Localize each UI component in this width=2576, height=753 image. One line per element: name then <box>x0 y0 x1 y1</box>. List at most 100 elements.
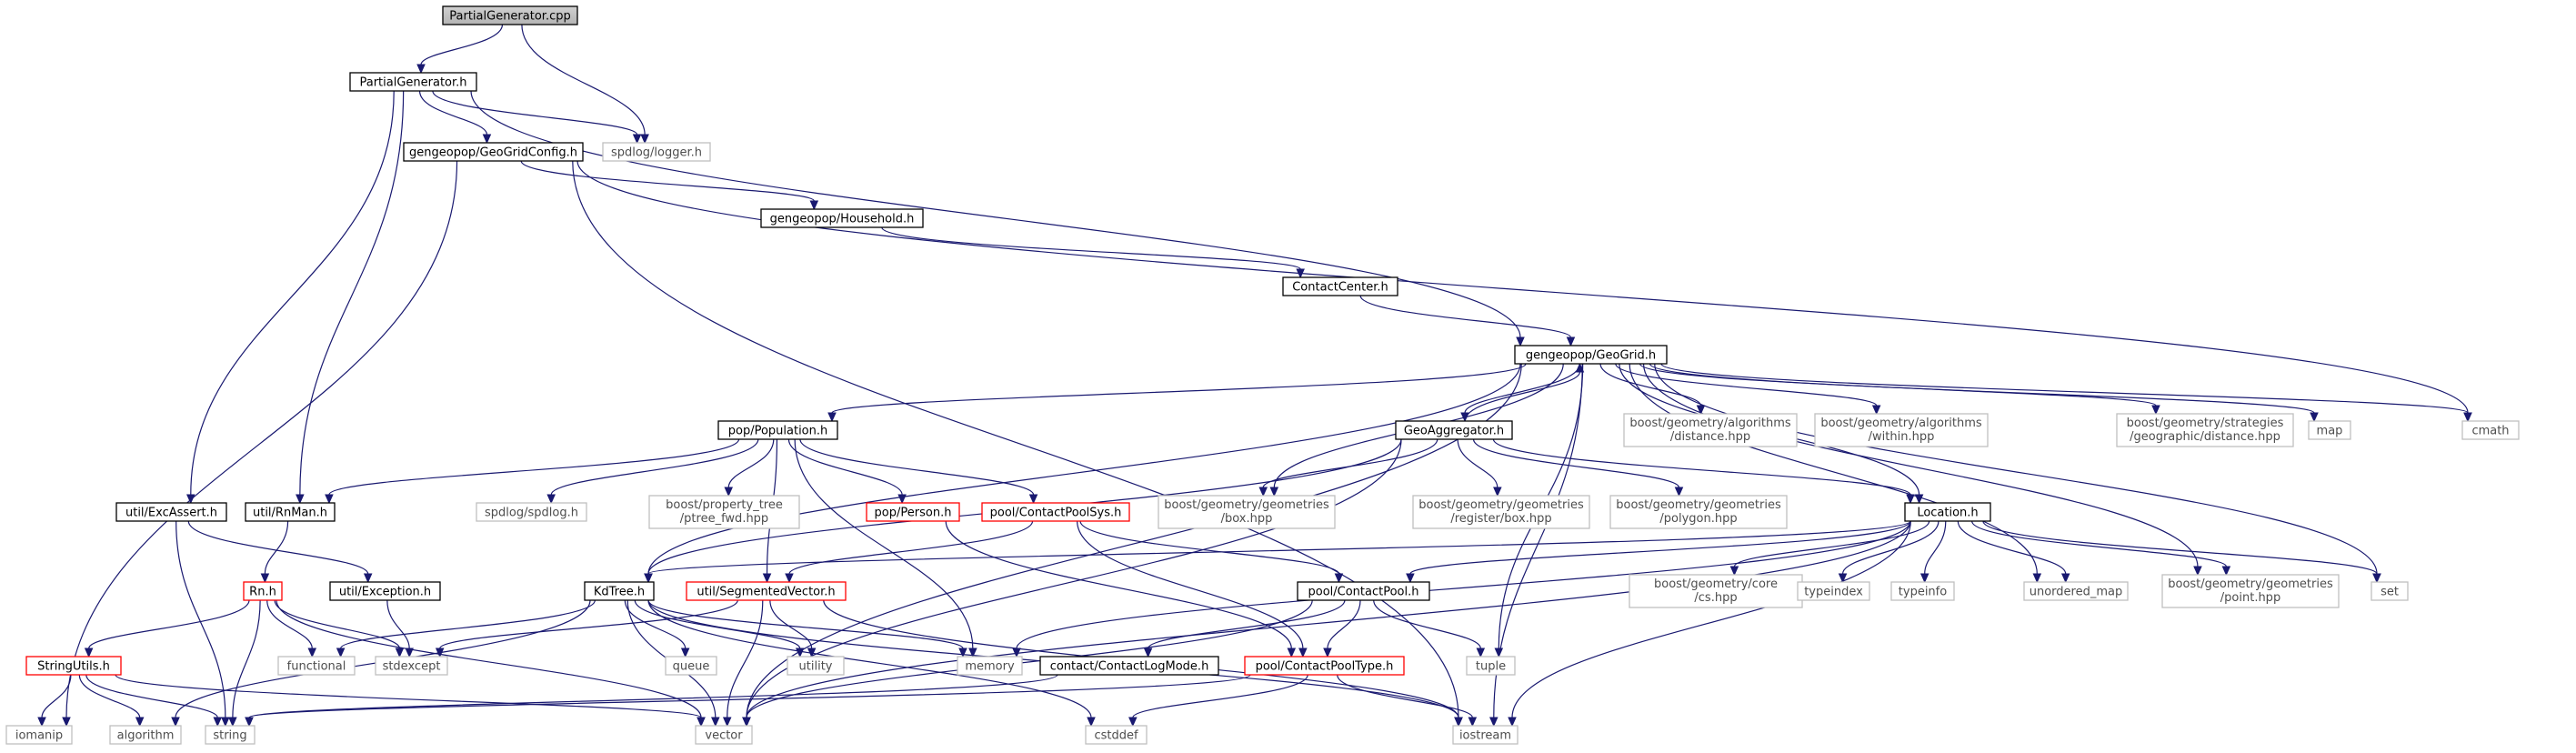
edge-geoaggregator-h-to-location-h <box>1492 438 1915 505</box>
arrow-head <box>228 717 237 728</box>
node-segmentedvector-h[interactable]: util/SegmentedVector.h <box>686 581 847 601</box>
arrow-head <box>897 494 907 505</box>
node-label: contact/ContactLogMode.h <box>1050 660 1209 674</box>
node-geogrid-h[interactable]: gengeopop/GeoGrid.h <box>1514 345 1668 365</box>
arrow-head <box>2221 566 2231 577</box>
node-bg-alg-distance: boost/geometry/algorithms/distance.hpp <box>1623 413 1798 447</box>
node-label: boost/geometry/strategies/geographic/dis… <box>2127 417 2284 444</box>
node-label: Rn.h <box>249 586 276 599</box>
node-box <box>1297 581 1430 601</box>
edge-line <box>1327 599 1361 649</box>
node-box <box>602 142 711 162</box>
edge-line <box>746 520 1911 718</box>
edge-line <box>340 599 596 649</box>
node-box <box>866 502 960 522</box>
node-label: util/Exception.h <box>339 586 431 599</box>
node-box <box>442 5 578 25</box>
arrow-head <box>762 573 772 584</box>
node-box <box>2461 420 2520 440</box>
arrow-head <box>697 717 706 728</box>
node-kdtree-h[interactable]: KdTree.h <box>584 581 655 601</box>
node-contactpool-h[interactable]: pool/ContactPool.h <box>1297 581 1430 601</box>
arrow-head <box>1258 487 1268 497</box>
node-label: boost/geometry/core/cs.hpp <box>1654 577 1778 605</box>
node-contactpoolsys-h[interactable]: pool/ContactPoolSys.h <box>981 502 1130 522</box>
arrow-head <box>640 134 649 145</box>
node-contactpooltype-h[interactable]: pool/ContactPoolType.h <box>1244 656 1405 676</box>
edge-line <box>232 599 261 718</box>
edge-rnman-h-to-rn-h <box>260 520 289 584</box>
node-label: functional <box>287 660 346 674</box>
edge-line <box>647 599 964 649</box>
node-box <box>1890 581 1955 601</box>
node-geoaggregator-h[interactable]: GeoAggregator.h <box>1395 420 1513 440</box>
edge-line <box>88 599 250 649</box>
arrow-head <box>1334 573 1344 584</box>
node-box <box>584 581 655 601</box>
node-label: map <box>2317 425 2343 438</box>
edge-line <box>1409 520 1911 575</box>
node-box <box>760 208 924 228</box>
node-label: vector <box>705 729 743 743</box>
arrow-head <box>1087 717 1096 728</box>
node-partialgenerator-cpp[interactable]: PartialGenerator.cpp <box>442 5 578 25</box>
edge-geogridconfig-h-to-household-h <box>520 160 819 211</box>
edge-geogrid-h-to-population-h <box>827 363 1527 423</box>
node-iostream: iostream <box>1452 725 1519 745</box>
edge-line <box>175 520 226 718</box>
edge-line <box>634 599 801 649</box>
arrow-head <box>722 717 732 728</box>
node-geogridconfig-h[interactable]: gengeopop/GeoGridConfig.h <box>403 142 584 162</box>
arrow-head <box>2060 573 2070 584</box>
node-household-h[interactable]: gengeopop/Household.h <box>760 208 924 228</box>
node-label: spdlog/logger.h <box>611 146 702 160</box>
node-label: iostream <box>1459 729 1511 743</box>
node-box <box>403 142 584 162</box>
arrow-head <box>395 648 405 658</box>
edge-line <box>1373 599 1481 649</box>
node-label: boost/geometry/algorithms/distance.hpp <box>1629 417 1791 444</box>
arrow-head <box>2193 566 2202 577</box>
edge-population-h-to-person-h <box>787 438 907 505</box>
node-location-h[interactable]: Location.h <box>1904 502 1991 522</box>
node-tuple: tuple <box>1466 656 1516 676</box>
node-stringutils-h[interactable]: StringUtils.h <box>25 656 122 676</box>
node-map: map <box>2308 420 2351 440</box>
node-box <box>2371 581 2409 601</box>
arrow-head <box>482 134 492 145</box>
arrow-head <box>809 200 819 211</box>
edge-location-h-to-bg-core-cs <box>1729 520 1930 577</box>
edge-line <box>1262 438 1438 488</box>
node-box <box>1085 725 1148 745</box>
node-person-h[interactable]: pop/Person.h <box>866 502 960 522</box>
arrow-head <box>1838 573 1848 584</box>
node-label: gengeopop/GeoGrid.h <box>1526 349 1656 363</box>
node-label: GeoAggregator.h <box>1404 425 1504 438</box>
node-box <box>665 656 717 676</box>
node-population-h[interactable]: pop/Population.h <box>717 420 838 440</box>
arrow-head <box>260 573 270 584</box>
node-label: boost/geometry/algorithms/within.hpp <box>1820 417 1982 444</box>
node-label: pop/Population.h <box>728 425 828 438</box>
edge-line <box>1599 363 1702 407</box>
node-rn-h[interactable]: Rn.h <box>243 581 283 601</box>
edge-geogrid-h-to-bg-point <box>1642 363 2202 577</box>
node-partialgenerator-h[interactable]: PartialGenerator.h <box>349 72 477 92</box>
node-excassert-h[interactable]: util/ExcAssert.h <box>115 502 227 522</box>
arrow-head <box>711 717 720 728</box>
node-rnman-h[interactable]: util/RnMan.h <box>245 502 336 522</box>
node-bg-point: boost/geometry/geometries/point.hpp <box>2161 574 2340 608</box>
edge-line <box>1957 520 2067 575</box>
node-utility: utility <box>787 656 845 676</box>
node-contactcenter-h[interactable]: ContactCenter.h <box>1282 276 1398 296</box>
arrow-head <box>958 648 967 658</box>
arrow-head <box>680 648 690 658</box>
edge-population-h-to-memory <box>794 438 977 658</box>
node-contactlogmode-h[interactable]: contact/ContactLogMode.h <box>1039 656 1219 676</box>
node-exception-h[interactable]: util/Exception.h <box>329 581 441 601</box>
edge-line <box>799 438 1035 496</box>
edge-layer <box>37 24 2472 728</box>
edge-line <box>521 24 646 136</box>
node-box <box>787 656 845 676</box>
edge-population-h-to-rnman-h <box>325 438 740 505</box>
